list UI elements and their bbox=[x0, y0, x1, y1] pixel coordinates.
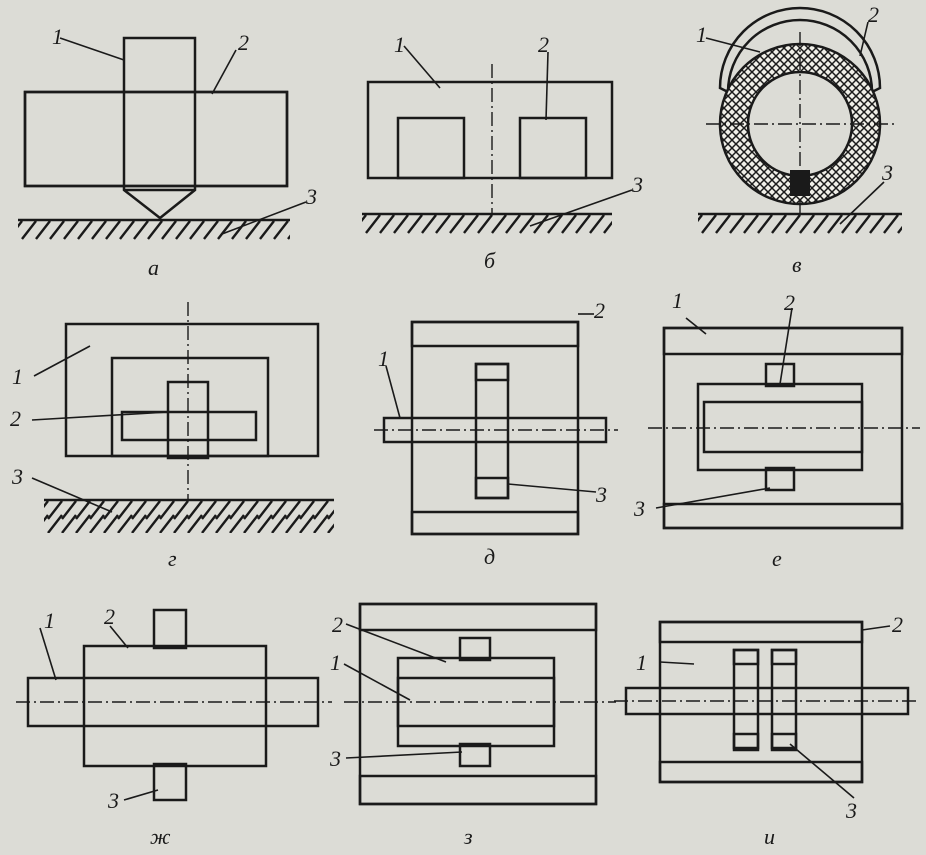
label-3: 3 bbox=[845, 798, 857, 823]
part-1-frame bbox=[64, 322, 320, 458]
part-3-key bbox=[458, 742, 492, 768]
label-3: 3 bbox=[631, 172, 643, 197]
label-2: 2 bbox=[332, 612, 343, 637]
label-1: 1 bbox=[378, 346, 389, 371]
part-3-keys bbox=[770, 732, 798, 752]
label-1: 1 bbox=[672, 288, 683, 313]
part-2-bottom bbox=[410, 510, 580, 536]
label-3: 3 bbox=[633, 496, 645, 521]
ground-3 bbox=[44, 498, 334, 533]
part-1-bottom bbox=[662, 502, 904, 530]
label-1: 1 bbox=[330, 650, 341, 675]
caption-b: б bbox=[484, 248, 496, 273]
label-2: 2 bbox=[538, 32, 549, 57]
part-3-key bbox=[764, 466, 796, 492]
label-2: 2 bbox=[104, 604, 115, 629]
part-1-arc bbox=[718, 6, 882, 95]
panel-i: 1 2 3 и bbox=[614, 612, 920, 849]
part-1-locator bbox=[122, 36, 197, 220]
label-1: 1 bbox=[394, 32, 405, 57]
label-3: 3 bbox=[11, 464, 23, 489]
label-2: 2 bbox=[10, 406, 21, 431]
part-3-key bbox=[152, 762, 188, 802]
part-1-top bbox=[358, 602, 598, 632]
panel-e: 1 2 3 е bbox=[633, 288, 920, 571]
label-2: 2 bbox=[868, 2, 879, 27]
panel-v: 1 2 3 в bbox=[696, 2, 902, 277]
panel-z: 2 1 3 з bbox=[329, 602, 616, 849]
label-2: 2 bbox=[238, 30, 249, 55]
caption-v: в bbox=[792, 252, 802, 277]
panel-zh: 1 2 3 ж bbox=[16, 604, 332, 849]
label-2: 2 bbox=[892, 612, 903, 637]
label-3: 3 bbox=[881, 160, 893, 185]
label-1: 1 bbox=[12, 364, 23, 389]
ground-3 bbox=[18, 218, 290, 241]
part-2-body bbox=[23, 90, 289, 188]
label-2: 2 bbox=[784, 290, 795, 315]
part-2-top bbox=[410, 320, 580, 348]
ground-3 bbox=[698, 212, 902, 235]
part-2-pin-right bbox=[518, 116, 588, 180]
part-1-body bbox=[366, 80, 614, 180]
ground-3 bbox=[362, 212, 612, 235]
label-1: 1 bbox=[44, 608, 55, 633]
caption-i: и bbox=[764, 824, 775, 849]
part-2-pin-left bbox=[396, 116, 466, 180]
part-3-key bbox=[474, 476, 510, 500]
label-2: 2 bbox=[594, 298, 605, 323]
part-2-bushing bbox=[696, 382, 864, 472]
label-1: 1 bbox=[636, 650, 647, 675]
part-1-bottom bbox=[358, 774, 598, 806]
caption-e: е bbox=[772, 546, 782, 571]
caption-zh: ж bbox=[150, 824, 171, 849]
label-3: 3 bbox=[305, 184, 317, 209]
panel-g: 1 2 3 г bbox=[10, 302, 334, 571]
panel-d: 1 2 3 д bbox=[374, 298, 618, 569]
part-2-bottom bbox=[658, 760, 864, 784]
caption-z: з bbox=[463, 824, 473, 849]
label-1: 1 bbox=[696, 22, 707, 47]
caption-d: д bbox=[484, 544, 495, 569]
label-3: 3 bbox=[329, 746, 341, 771]
part-2-hub bbox=[82, 644, 268, 768]
label-3: 3 bbox=[107, 788, 119, 813]
label-1: 1 bbox=[52, 24, 63, 49]
panel-a: 1 2 3 а bbox=[18, 24, 317, 280]
caption-a: а bbox=[148, 255, 159, 280]
panel-b: 1 2 3 б bbox=[362, 32, 643, 273]
part-2-bar bbox=[120, 410, 258, 442]
part-2-top bbox=[658, 620, 864, 644]
caption-g: г bbox=[168, 546, 177, 571]
label-3: 3 bbox=[595, 482, 607, 507]
part-1-top bbox=[662, 326, 904, 356]
